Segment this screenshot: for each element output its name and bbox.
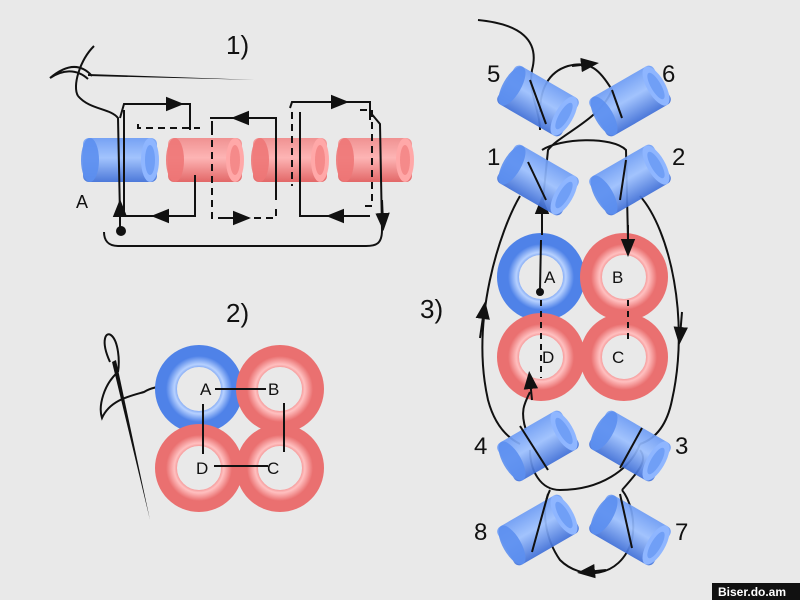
thread-start-dot-3 — [536, 288, 544, 296]
cylinder-bead-4 — [493, 407, 583, 485]
cylinder-bead-red-3 — [336, 138, 414, 182]
num-6: 6 — [662, 61, 675, 88]
bead-a-label-3: A — [544, 268, 556, 287]
panel-3: 3) — [420, 19, 688, 579]
thread-path-1-hidden — [137, 109, 373, 219]
step-2-label: 2) — [226, 298, 249, 328]
thread-start-dot — [116, 226, 126, 236]
needle-1 — [49, 45, 258, 97]
thread-path-2 — [202, 388, 285, 467]
ring-bead-b-3 — [591, 244, 657, 310]
cylinder-bead-1 — [493, 141, 583, 219]
num-8: 8 — [474, 519, 487, 546]
watermark-text: Biser.do.am — [718, 585, 786, 599]
thread-over-beads — [519, 79, 643, 553]
bead-a-label-1: A — [76, 192, 88, 212]
thread-path-1 — [77, 94, 390, 247]
bead-c-label-2: C — [267, 459, 279, 478]
num-4: 4 — [474, 433, 487, 460]
num-1: 1 — [487, 144, 500, 171]
bead-d-label-2: D — [196, 459, 208, 478]
bead-b-label-3: B — [612, 268, 623, 287]
bead-d-label-3: D — [542, 348, 554, 367]
panel-2: 2) A B D C — [99, 298, 313, 520]
num-2: 2 — [672, 144, 685, 171]
cylinder-bead-red-1 — [166, 138, 244, 182]
cylinder-bead-2 — [585, 141, 675, 219]
thread-path-3-hidden — [540, 300, 629, 378]
num-3: 3 — [675, 433, 688, 460]
num-7: 7 — [675, 519, 688, 546]
bead-b-label-2: B — [268, 380, 279, 399]
step-1-label: 1) — [226, 30, 249, 60]
cylinder-bead-3 — [585, 407, 675, 485]
bead-a-label-2: A — [200, 380, 212, 399]
bead-c-label-3: C — [612, 348, 624, 367]
num-5: 5 — [487, 61, 500, 88]
ring-bead-c-2 — [247, 435, 313, 501]
step-3-label: 3) — [420, 294, 443, 324]
watermark: Biser.do.am — [712, 583, 800, 600]
panel-1: 1) A — [49, 30, 414, 247]
cylinder-bead-red-2 — [251, 138, 329, 182]
